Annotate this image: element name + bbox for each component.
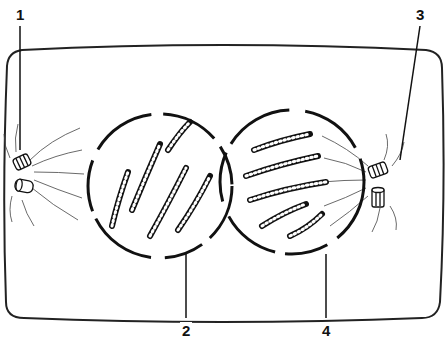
chromosome [246, 134, 326, 236]
callout-number: 3 [414, 6, 426, 23]
centriole [12, 153, 34, 193]
nuclear-envelope [88, 114, 232, 258]
nuclear-envelope [220, 110, 364, 254]
callout-number: 2 [180, 322, 192, 339]
callout-number: 4 [320, 322, 332, 339]
cell-membrane [4, 45, 443, 322]
callout-number: 1 [14, 6, 26, 23]
leader-line [20, 26, 420, 318]
centriole [367, 161, 388, 207]
chromosome [112, 122, 210, 236]
spindle-fibres [4, 124, 84, 226]
